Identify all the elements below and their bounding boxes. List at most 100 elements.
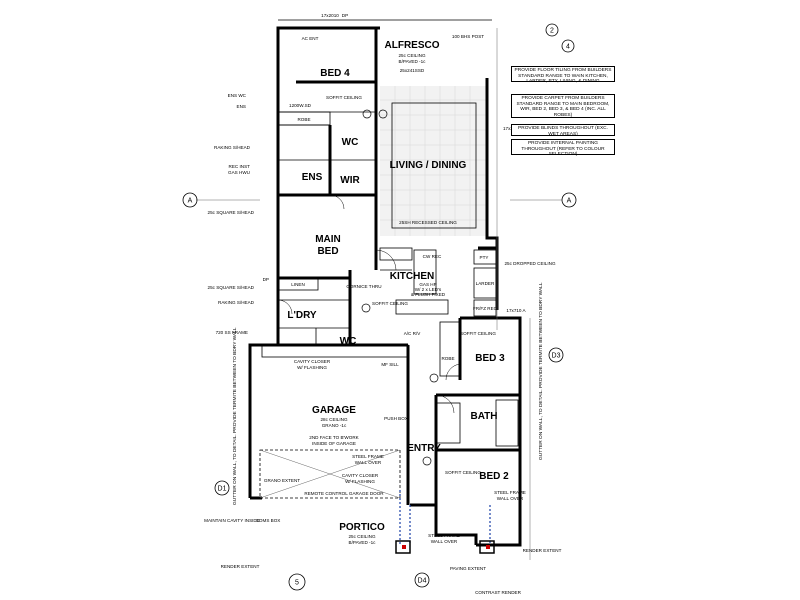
room-kitchen: KITCHEN bbox=[390, 271, 434, 282]
smoke-detector-icons bbox=[361, 109, 439, 466]
cornice-thru: CORNICE THRU bbox=[346, 284, 381, 289]
gas-hwu: GAS HWU bbox=[228, 170, 250, 175]
marker-2 bbox=[545, 23, 559, 37]
inside-garage: INSIDE OF GARAGE bbox=[312, 441, 356, 446]
marker-d4-label: D4 bbox=[418, 578, 427, 585]
room-wc-lower: WC bbox=[340, 336, 357, 347]
portico-floor: B/PAVED -1c bbox=[349, 540, 377, 545]
cavity-closer-top: CAVITY CLOSER bbox=[294, 359, 331, 364]
ss-frame: 720 SS FRAME bbox=[216, 330, 248, 335]
portico-ceiling: 25c CEILING bbox=[348, 534, 375, 539]
room-bed3: BED 3 bbox=[475, 353, 505, 364]
soffit-ceiling-bed3: SOFFIT CEILING bbox=[460, 331, 496, 336]
wall-bed3-right bbox=[460, 316, 522, 505]
room-bed4: BED 4 bbox=[320, 68, 350, 79]
robe-label-bed3: ROBE bbox=[441, 356, 454, 361]
marker-5 bbox=[288, 573, 306, 591]
note-painting: PROVIDE INTERNAL PAINTING THROUGHOUT (RE… bbox=[511, 139, 615, 157]
ens-label: ENS bbox=[237, 104, 246, 109]
recessed-ceiling: 25SH RECESSED CEILING bbox=[399, 220, 457, 225]
wall-alfresco-right bbox=[485, 78, 499, 310]
fridge-rec: FR/FZ REC bbox=[473, 306, 498, 311]
grano-extent: GRANO EXTENT bbox=[264, 478, 300, 483]
soffit-ceiling-kitchen: SOFFIT CEILING bbox=[372, 301, 408, 306]
living-tile-grid bbox=[380, 86, 486, 236]
dp-left: DP bbox=[263, 277, 269, 282]
marker-2-label: 2 bbox=[550, 28, 554, 35]
dim-17x710: 17x710 A bbox=[506, 308, 526, 313]
room-bed2: BED 2 bbox=[479, 471, 509, 482]
ac-rv: A/C R/V bbox=[404, 331, 422, 336]
push-box: PUSH BOX bbox=[384, 416, 408, 421]
room-garage: GARAGE bbox=[312, 405, 356, 416]
coms-box: COMS BOX bbox=[256, 518, 281, 523]
fridge-box bbox=[473, 299, 497, 317]
robe-label-bed4: ROBE bbox=[297, 117, 310, 122]
gas-hp: GAS HP bbox=[419, 282, 436, 287]
soffit-ceiling-bed4: SOFFIT CEILING bbox=[326, 95, 362, 100]
alfresco-beam: 25x241SSD bbox=[400, 68, 425, 73]
raking-head: RAKING S/HEAD bbox=[214, 145, 251, 150]
marker-d1 bbox=[214, 480, 230, 496]
room-alfresco: ALFRESCO bbox=[385, 40, 440, 51]
dp-top: DP bbox=[342, 13, 348, 18]
marker-a-right-label: A bbox=[567, 198, 572, 205]
sq-head-a: 25c SQUARE S/HEAD bbox=[208, 210, 255, 215]
linen-label: LINEN bbox=[291, 282, 305, 287]
rec-inst: REC INST bbox=[229, 164, 251, 169]
room-wc-upper: WC bbox=[342, 137, 359, 148]
wall-bottom-right bbox=[476, 505, 522, 547]
note-floor-tiling: PROVIDE FLOOR TILING FROM BUILDERS STAND… bbox=[511, 66, 615, 84]
garage-diagonal-2 bbox=[259, 449, 401, 499]
led-note: W/ 2 x LED's bbox=[415, 287, 442, 292]
door-swing-arcs bbox=[277, 194, 461, 414]
maintain-cavity: MAINTAIN CAVITY INSIDE bbox=[204, 518, 260, 523]
pty-box bbox=[473, 249, 497, 265]
garage-cavity-strip bbox=[261, 344, 409, 358]
mf-sill: MF SILL bbox=[381, 362, 399, 367]
render-extent-left: RENDER EXTENT bbox=[221, 564, 260, 569]
wall-over-bed2: WALL OVER bbox=[497, 496, 524, 501]
face-brick: 2ND FACE TO B'WORK bbox=[309, 435, 359, 440]
marker-d1-label: D1 bbox=[218, 486, 227, 493]
ens-wc-label: ENS WC bbox=[228, 93, 247, 98]
marker-a-left bbox=[182, 192, 198, 208]
steel-frame-portico: STEEL FRAME bbox=[428, 533, 460, 538]
room-main-bed-2: BED bbox=[317, 246, 338, 257]
remote-door: REMOTE CONTROL GARAGE DOOR bbox=[304, 491, 384, 496]
wall-portico-front bbox=[410, 503, 478, 545]
steel-frame-bed2: STEEL FRAME bbox=[494, 490, 526, 495]
marker-d3 bbox=[548, 347, 564, 363]
dropped-ceiling: 25c DROPPED CEILING bbox=[504, 261, 555, 266]
robe-bed2 bbox=[435, 402, 461, 444]
room-portico: PORTICO bbox=[339, 522, 385, 533]
soffit-ceiling-bed2: SOFFIT CEILING bbox=[445, 470, 481, 475]
steel-frame-garage: STEEL FRAME bbox=[352, 454, 384, 459]
marker-d4 bbox=[414, 572, 430, 588]
marker-a-left-label: A bbox=[188, 198, 193, 205]
room-ens: ENS bbox=[302, 172, 323, 183]
grano-extent-outline bbox=[259, 449, 401, 499]
dim-top: 17x2010 bbox=[321, 13, 339, 18]
kitchen-bench-top bbox=[379, 247, 413, 261]
room-entry: ENTRY bbox=[407, 443, 441, 454]
sq-head-b: 25c SQUARE S/HEAD bbox=[208, 285, 255, 290]
marker-d3-label: D3 bbox=[552, 353, 561, 360]
robe-bed4 bbox=[277, 111, 331, 126]
room-main-bed-1: MAIN bbox=[315, 234, 341, 245]
room-wir: WIR bbox=[340, 175, 360, 186]
larder-box bbox=[473, 267, 497, 299]
contrast-render: CONTRAST RENDER bbox=[475, 590, 522, 595]
alfresco-ceiling: 25c CEILING bbox=[398, 53, 425, 58]
robe-bed3 bbox=[439, 321, 461, 377]
garage-ceiling: 28c CEILING bbox=[320, 417, 347, 422]
living-floor-tile-area bbox=[380, 86, 486, 236]
room-bath: BATH bbox=[470, 411, 497, 422]
room-living-dining: LIVING / DINING bbox=[390, 160, 467, 171]
kitchen-side-bench bbox=[413, 249, 437, 295]
portico-posts bbox=[395, 540, 495, 554]
note-carpet: PROVIDE CARPET FROM BUILDERS STANDARD RA… bbox=[511, 94, 615, 118]
cavity-closer-bottom: CAVITY CLOSER bbox=[342, 473, 379, 478]
portico-steel-frame bbox=[399, 490, 491, 545]
